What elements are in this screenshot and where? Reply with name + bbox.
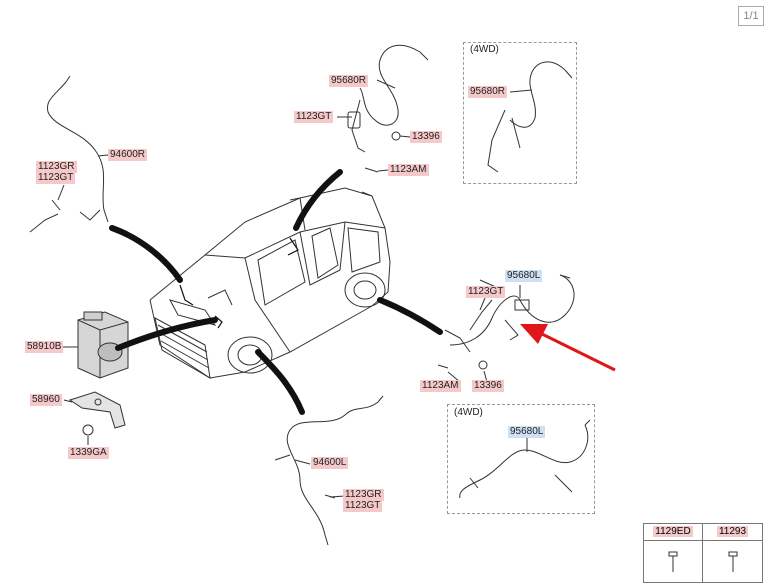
abs-module	[77, 311, 129, 379]
nut-1339GA	[82, 424, 94, 436]
bolt-icon-1129ED	[668, 551, 678, 557]
bolt-icon-11293	[728, 551, 738, 557]
label-1339GA: 1339GA	[68, 447, 109, 459]
label-1123GR-fl: 1123GR	[36, 161, 77, 173]
label-95680R: 95680R	[329, 75, 369, 87]
label-1123GT-left: 1123GT	[466, 286, 506, 298]
label-58960: 58960	[30, 394, 62, 406]
vehicle-outline	[149, 187, 391, 379]
label-4wd-top: (4WD)	[470, 44, 499, 55]
sensor-95680R	[347, 44, 429, 173]
label-1123AM-rear: 1123AM	[388, 164, 429, 176]
legend-header-left: 1129ED	[644, 524, 703, 541]
label-1123GT-bl: 1123GT	[343, 500, 383, 512]
label-13396-rear: 13396	[410, 131, 442, 143]
label-1123GR-bl: 1123GR	[343, 489, 384, 501]
label-1123GT-rear: 1123GT	[294, 111, 334, 123]
sensor-95680L	[437, 274, 575, 370]
legend-label-11293: 11293	[716, 526, 749, 537]
legend-bolt-icons	[668, 551, 738, 572]
label-13396-left: 13396	[472, 380, 504, 392]
label-95680R-4wd: 95680R	[468, 86, 508, 98]
label-95680L-4wd: 95680L	[508, 426, 546, 438]
callout-strokes	[109, 169, 443, 415]
4wd-box-top	[463, 42, 577, 184]
sensor-94600R	[29, 75, 109, 233]
label-94600R: 94600R	[108, 149, 148, 161]
page-counter: 1/1	[738, 6, 764, 26]
label-1123GT-fl: 1123GT	[36, 172, 76, 184]
sensor-95680R-4wd	[487, 61, 573, 173]
fastener-legend: 1129ED 11293	[643, 523, 763, 583]
label-58910B: 58910B	[25, 341, 64, 353]
legend-label-1129ED: 1129ED	[653, 526, 693, 537]
label-95680L: 95680L	[505, 270, 543, 282]
label-1123AM-left: 1123AM	[420, 380, 461, 392]
4wd-box-bottom	[447, 404, 595, 514]
sensor-95680L-4wd	[459, 419, 591, 499]
highlight-arrow	[520, 324, 616, 372]
legend-header-right: 11293	[703, 524, 762, 541]
sensor-94600L	[274, 395, 384, 546]
label-4wd-bottom: (4WD)	[454, 407, 483, 418]
label-94600L: 94600L	[311, 457, 349, 469]
bracket-58960	[68, 391, 126, 429]
